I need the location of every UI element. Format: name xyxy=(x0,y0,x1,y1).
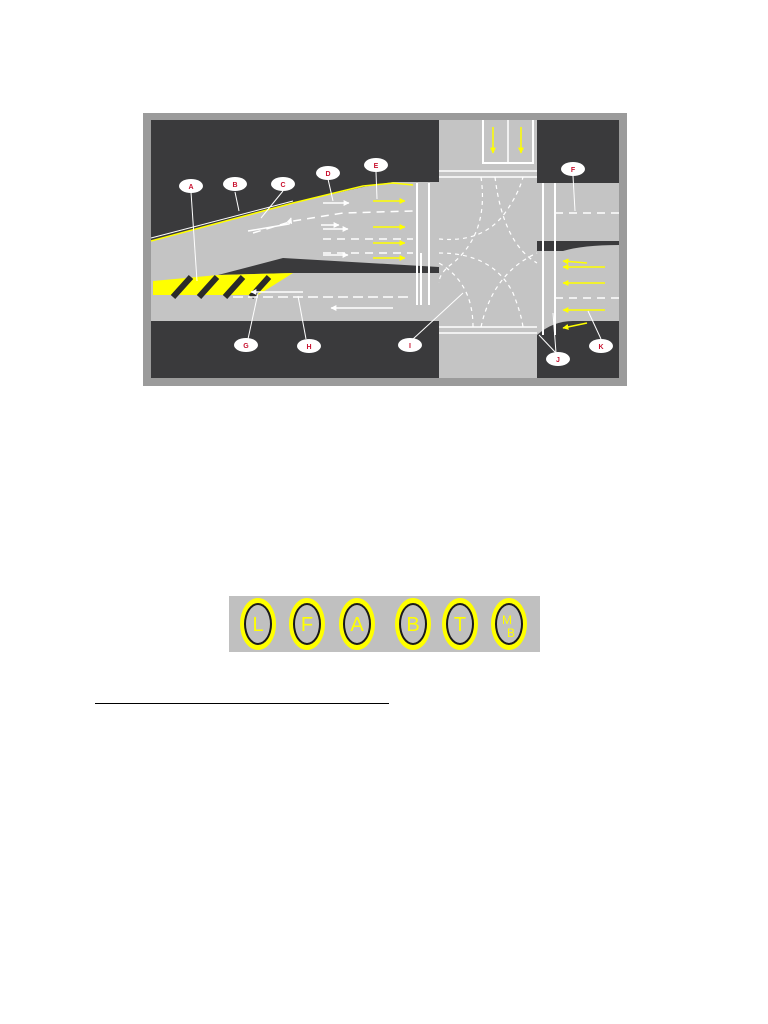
right-median-island xyxy=(537,241,619,251)
code-letter: L xyxy=(252,614,263,636)
callout-label: I xyxy=(409,343,411,350)
yellow-edge-line xyxy=(150,182,414,242)
callout-leader-lines xyxy=(190,171,602,354)
callout-label: H xyxy=(306,344,311,351)
callout-label: B xyxy=(232,182,237,189)
top-crossing-lines xyxy=(439,170,537,178)
callout-label: A xyxy=(188,184,193,191)
code-letter: F xyxy=(301,614,313,636)
code-badge-l: L xyxy=(240,598,276,650)
callout-e: E xyxy=(364,158,388,172)
code-letter: B xyxy=(406,614,419,636)
callout-i: I xyxy=(398,338,422,352)
left-pedestrian-crossing xyxy=(416,183,430,305)
callout-g: G xyxy=(234,338,258,352)
callout-j: J xyxy=(546,352,570,366)
code-badge-b: B xyxy=(395,598,431,650)
code-letter: M xyxy=(502,613,512,627)
callout-c: C xyxy=(271,177,295,191)
callout-label: J xyxy=(556,357,560,364)
bottom-left-block xyxy=(151,321,439,378)
code-badge-a: A xyxy=(339,598,375,650)
yellow-lane-arrows xyxy=(373,127,605,330)
callout-label: E xyxy=(374,163,379,170)
left-median-island xyxy=(218,258,439,275)
callout-h: H xyxy=(297,339,321,353)
callout-label: K xyxy=(598,344,603,351)
code-strip-background xyxy=(229,596,540,652)
code-badge-f: F xyxy=(289,598,325,650)
road-marking-diagram: A B C D E F G H I J K xyxy=(143,113,627,386)
bottom-crossing-lines xyxy=(439,326,537,334)
callout-b: B xyxy=(223,177,247,191)
callout-label: G xyxy=(243,343,249,350)
road-stud-code-strip: L F A B T M B xyxy=(229,596,540,652)
top-left-block xyxy=(151,120,439,241)
code-badge-t: T xyxy=(442,598,478,650)
callout-a: A xyxy=(179,179,203,193)
junction-guide-lines xyxy=(438,176,538,328)
code-letter: T xyxy=(454,614,466,636)
code-letter: A xyxy=(350,614,364,636)
callout-label: C xyxy=(280,182,285,189)
callout-f: F xyxy=(561,162,585,176)
footnote-separator xyxy=(95,703,389,704)
code-badge-mb: M B xyxy=(491,598,527,650)
right-pedestrian-crossing xyxy=(542,183,556,335)
code-letter: B xyxy=(507,626,515,640)
white-lane-arrows xyxy=(247,200,393,311)
callout-d: D xyxy=(316,166,340,180)
callout-label: F xyxy=(571,167,576,174)
callout-k: K xyxy=(589,339,613,353)
callout-label: D xyxy=(325,171,330,178)
